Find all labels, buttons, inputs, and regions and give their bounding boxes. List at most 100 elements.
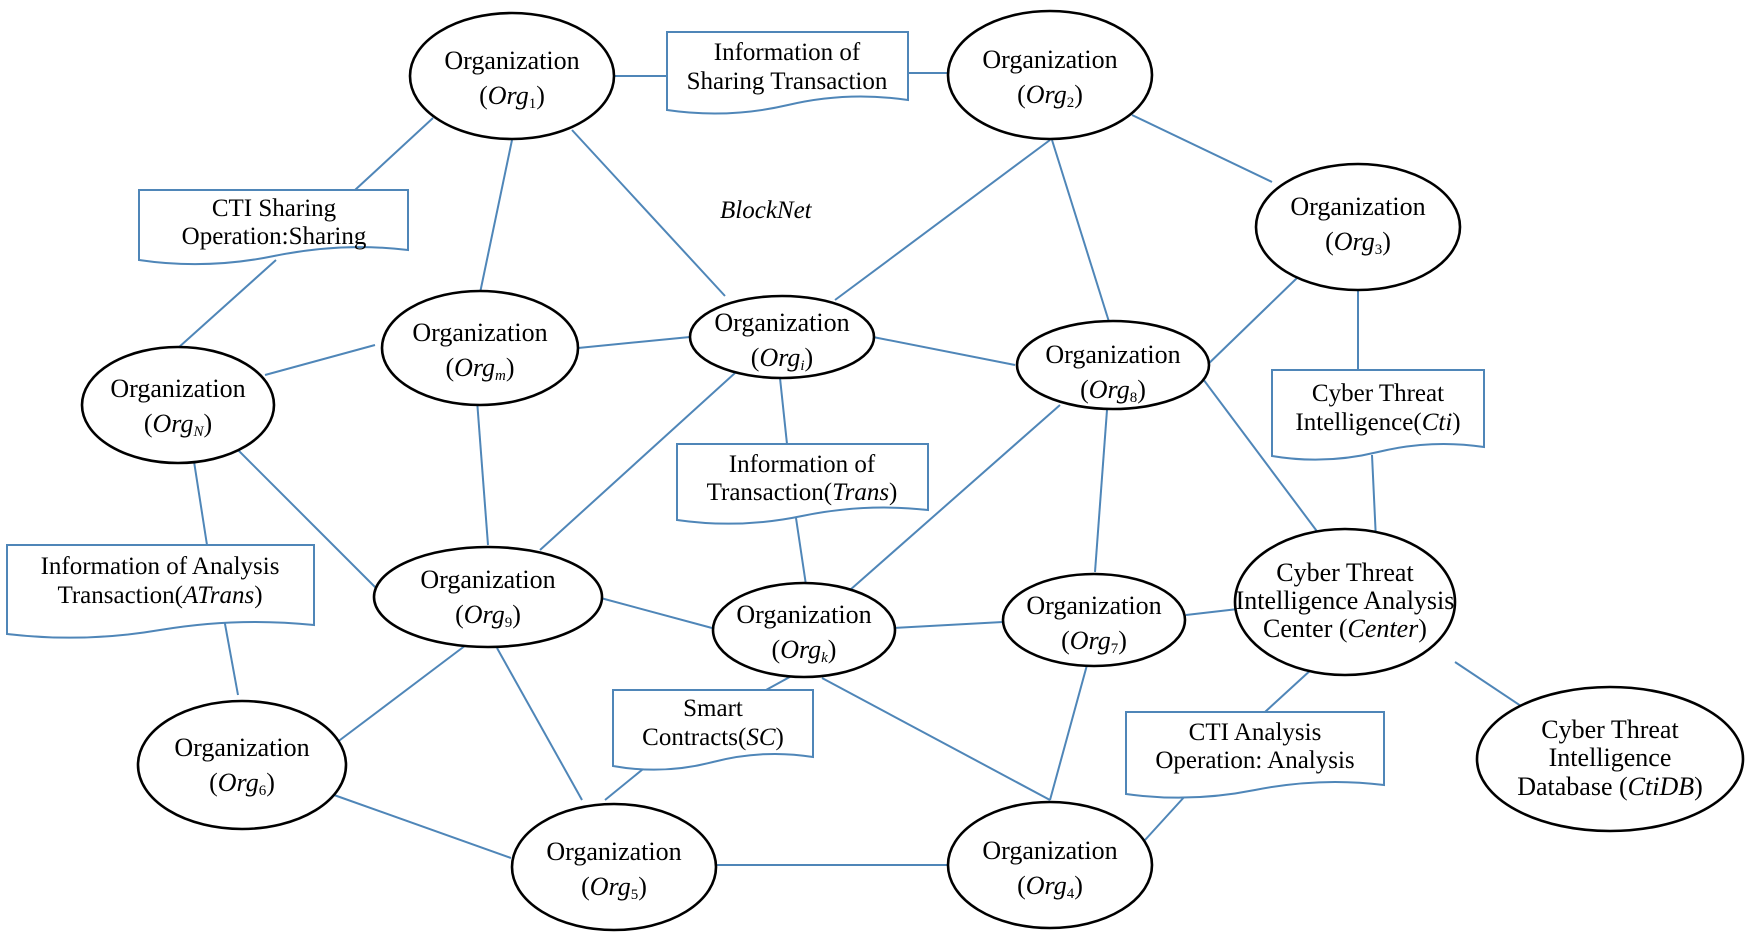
edge-org2-org3 bbox=[1131, 114, 1273, 183]
document-cti: Cyber Threat Intelligence(Cti) bbox=[1271, 369, 1485, 461]
edge-org2-orgi bbox=[834, 139, 1051, 301]
doc-text: Transaction(ATrans) bbox=[57, 582, 262, 609]
node-cti-database: Cyber Threat Intelligence Database (CtiD… bbox=[1475, 685, 1745, 833]
node-id: (Org2) bbox=[1017, 80, 1083, 111]
node-id: (Orgi) bbox=[751, 343, 813, 374]
database-line-2: Intelligence bbox=[1549, 743, 1672, 772]
doc-text: Contracts(SC) bbox=[642, 724, 784, 751]
node-org5: Organization (Org5) bbox=[510, 802, 718, 932]
blocknet-label: BlockNet bbox=[720, 197, 813, 224]
edge-org7-org4 bbox=[1049, 664, 1088, 801]
node-title: Organization bbox=[982, 836, 1117, 865]
edge-orgi-org9 bbox=[539, 372, 736, 551]
database-line-1: Cyber Threat bbox=[1541, 715, 1679, 744]
doc-text: CTI Sharing bbox=[212, 195, 337, 222]
node-title: Organization bbox=[1026, 591, 1161, 620]
doc-text: CTI Analysis bbox=[1189, 719, 1322, 746]
document-atrans: Information of Analysis Transaction(ATra… bbox=[6, 544, 315, 639]
node-org9: Organization (Org9) bbox=[372, 545, 604, 649]
node-org1: Organization (Org1) bbox=[408, 11, 616, 141]
node-id: (Org6) bbox=[209, 768, 275, 799]
doc-text: Operation: Analysis bbox=[1155, 747, 1354, 774]
edge-orgN-org9 bbox=[227, 439, 379, 591]
doc-text: Cyber Threat bbox=[1312, 380, 1444, 407]
node-orgk: Organization (Orgk) bbox=[711, 581, 897, 679]
node-title: Organization bbox=[546, 837, 681, 866]
node-title: Organization bbox=[714, 308, 849, 337]
node-id: (Org8) bbox=[1080, 375, 1146, 406]
node-title: Organization bbox=[1045, 340, 1180, 369]
node-org3: Organization (Org3) bbox=[1254, 162, 1462, 292]
node-id: (Orgm) bbox=[445, 353, 514, 384]
doc-text: Sharing Transaction bbox=[687, 68, 888, 95]
node-title: Organization bbox=[736, 600, 871, 629]
node-title: Organization bbox=[174, 733, 309, 762]
doc-text: Information of bbox=[714, 39, 861, 66]
connection-lines bbox=[177, 72, 1528, 866]
edge-org8-org7 bbox=[1094, 409, 1108, 573]
node-org2: Organization (Org2) bbox=[946, 9, 1154, 141]
doc-text: Operation:Sharing bbox=[182, 223, 367, 250]
node-orgN: Organization (OrgN) bbox=[80, 345, 276, 465]
edge-orgk-org7 bbox=[892, 621, 1004, 629]
edge-cti-doc-center bbox=[1371, 454, 1377, 541]
edge-atrans-doc-org6 bbox=[222, 612, 239, 696]
node-orgi: Organization (Orgi) bbox=[688, 294, 876, 380]
node-org8: Organization (Org8) bbox=[1015, 319, 1211, 411]
node-id: (Org4) bbox=[1017, 871, 1083, 902]
edge-org6-org5 bbox=[333, 794, 512, 859]
node-org6: Organization (Org6) bbox=[136, 699, 348, 831]
database-line-3: Database (CtiDB) bbox=[1517, 772, 1703, 801]
node-id: (Org5) bbox=[581, 872, 647, 903]
node-org4: Organization (Org4) bbox=[946, 800, 1154, 930]
edge-orgN-orgm bbox=[264, 344, 376, 376]
node-id: (Org3) bbox=[1325, 227, 1391, 258]
edge-org3-org8 bbox=[1201, 277, 1298, 371]
edge-orgm-orgi bbox=[577, 336, 691, 349]
edge-org8-center bbox=[1199, 374, 1326, 543]
node-title: Organization bbox=[110, 374, 245, 403]
edge-org1-cti-sharing bbox=[354, 117, 434, 191]
node-id: (Org9) bbox=[455, 600, 521, 631]
node-orgm: Organization (Orgm) bbox=[380, 289, 580, 407]
center-line-3: Center (Center) bbox=[1263, 614, 1427, 643]
edge-org9-org5 bbox=[496, 647, 583, 801]
node-title: Organization bbox=[1290, 192, 1425, 221]
node-id: (Org1) bbox=[479, 81, 545, 112]
node-title: Organization bbox=[412, 318, 547, 347]
edge-org9-org6 bbox=[335, 644, 467, 744]
node-title: Organization bbox=[982, 45, 1117, 74]
edge-org2-org8 bbox=[1051, 139, 1111, 326]
edge-trans-doc-orgk bbox=[795, 517, 807, 586]
node-id: (OrgN) bbox=[144, 409, 212, 440]
document-smart-contracts: Smart Contracts(SC) bbox=[612, 689, 814, 771]
center-line-2: Intelligence Analysis bbox=[1236, 586, 1455, 615]
doc-text: Information of Analysis bbox=[41, 553, 280, 580]
edge-orgi-trans-doc bbox=[779, 377, 788, 445]
edge-org1-orgm bbox=[479, 139, 513, 294]
edge-org1-orgi bbox=[571, 129, 726, 297]
edge-center-database bbox=[1454, 661, 1528, 711]
edge-org7-center bbox=[1185, 608, 1239, 616]
edge-org8-orgk bbox=[849, 404, 1061, 591]
edge-org9-orgk bbox=[596, 596, 713, 629]
node-analysis-center: Cyber Threat Intelligence Analysis Cente… bbox=[1233, 527, 1457, 677]
node-id: (Org7) bbox=[1061, 626, 1127, 657]
node-title: Organization bbox=[420, 565, 555, 594]
doc-text: Information of bbox=[729, 451, 876, 478]
doc-text: Intelligence(Cti) bbox=[1295, 409, 1460, 436]
node-id: (Orgk) bbox=[772, 635, 837, 666]
node-org7: Organization (Org7) bbox=[1001, 572, 1187, 668]
document-cti-sharing: CTI Sharing Operation:Sharing bbox=[138, 189, 409, 266]
doc-text: Transaction(Trans) bbox=[707, 479, 898, 506]
center-line-1: Cyber Threat bbox=[1276, 558, 1414, 587]
edge-center-cti-analysis-doc bbox=[1264, 667, 1314, 713]
document-trans: Information of Transaction(Trans) bbox=[676, 443, 929, 525]
edge-cti-sharing-orgN bbox=[177, 259, 277, 349]
edge-orgN-atrans-doc bbox=[192, 454, 208, 546]
document-sharing-transaction: Information of Sharing Transaction bbox=[666, 31, 909, 115]
node-title: Organization bbox=[444, 46, 579, 75]
edge-orgm-org9 bbox=[476, 399, 489, 546]
edge-cti-analysis-doc-org4 bbox=[1144, 794, 1187, 841]
